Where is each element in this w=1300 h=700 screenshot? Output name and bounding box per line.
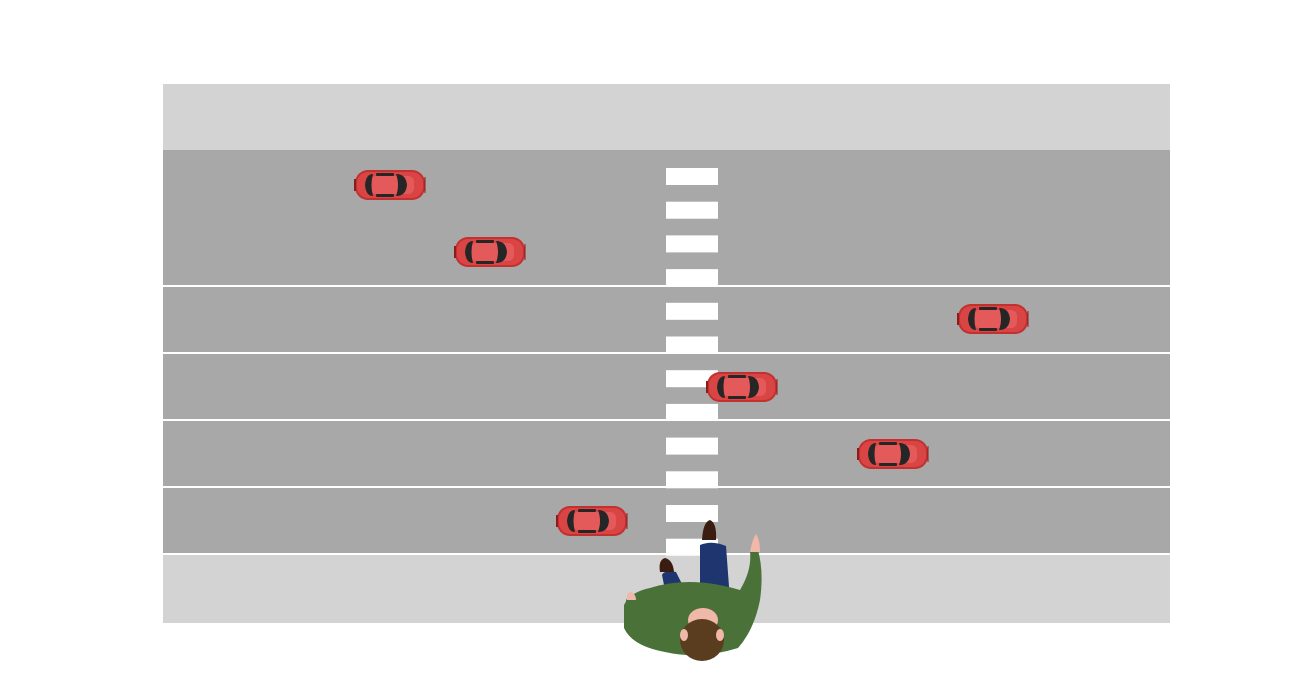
crosswalk-stripe — [666, 235, 718, 253]
sidewalk-top — [163, 84, 1170, 150]
crosswalk-stripe — [666, 168, 718, 185]
crosswalk-stripe — [666, 437, 718, 455]
red-car-icon — [957, 303, 1029, 335]
crosswalk-stripe — [666, 201, 718, 219]
crosswalk-stripe — [666, 336, 718, 354]
crosswalk-stripe — [666, 370, 718, 388]
crosswalk-stripe — [666, 471, 718, 489]
crosswalk-stripe — [666, 269, 718, 287]
crosswalk — [666, 168, 718, 556]
crosswalk-stripe — [666, 505, 718, 522]
red-car-icon — [706, 371, 778, 403]
red-car-icon — [454, 236, 526, 268]
crosswalk-stripe — [666, 403, 718, 421]
red-car-icon — [857, 438, 929, 470]
pedestrian-icon[interactable] — [624, 520, 762, 661]
crosswalk-stripe — [666, 302, 718, 320]
red-car-icon — [556, 505, 628, 537]
red-car-icon — [354, 169, 426, 201]
